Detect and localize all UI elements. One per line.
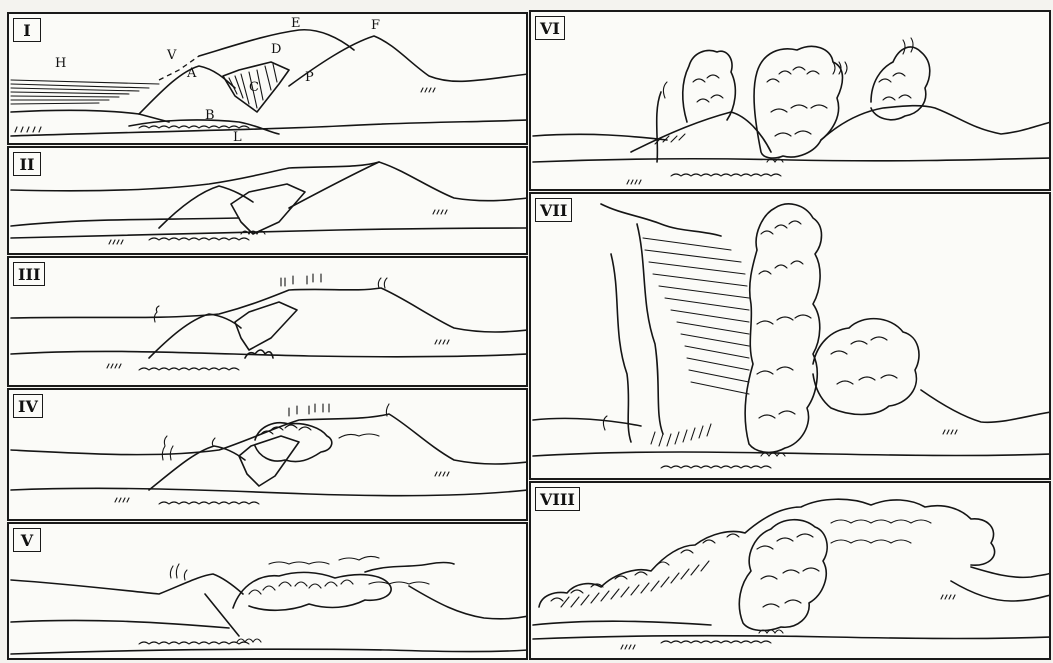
panel-7: VII — [529, 192, 1051, 480]
volcano-sketch — [9, 390, 528, 521]
label-a: A — [187, 66, 196, 81]
label-l: L — [233, 130, 242, 145]
panel-4: IV — [7, 388, 528, 521]
label-e: E — [291, 16, 301, 31]
panel-numeral: IV — [13, 394, 43, 418]
panel-numeral: VII — [535, 198, 572, 222]
volcano-sketch — [9, 258, 528, 387]
panel-2: II — [7, 146, 528, 255]
label-d: D — [271, 42, 281, 57]
volcano-sketch — [531, 483, 1051, 660]
volcano-sketch — [531, 194, 1051, 480]
volcano-sketch — [9, 148, 528, 255]
panel-8: VIII — [529, 481, 1051, 660]
label-v: V — [167, 48, 176, 63]
panel-numeral: VIII — [535, 487, 580, 511]
panel-numeral: I — [13, 18, 41, 42]
panel-numeral: III — [13, 262, 45, 286]
volcano-sketch — [9, 524, 528, 660]
label-p: P — [305, 70, 314, 85]
label-f: F — [371, 18, 380, 33]
volcano-sketch — [531, 12, 1051, 191]
ash-curtain-hatching — [643, 238, 749, 394]
panel-numeral: V — [13, 528, 41, 552]
panel-6: VI — [529, 10, 1051, 191]
haze-band — [11, 80, 159, 104]
volcano-sketch — [9, 14, 528, 145]
panel-1: I E F V D — [7, 12, 528, 145]
label-h: H — [55, 56, 66, 71]
label-c: C — [249, 80, 259, 95]
panel-3: III — [7, 256, 528, 387]
panel-numeral: II — [13, 152, 41, 176]
panel-5: V — [7, 522, 528, 660]
panel-numeral: VI — [535, 16, 565, 40]
label-b: B — [205, 108, 215, 123]
